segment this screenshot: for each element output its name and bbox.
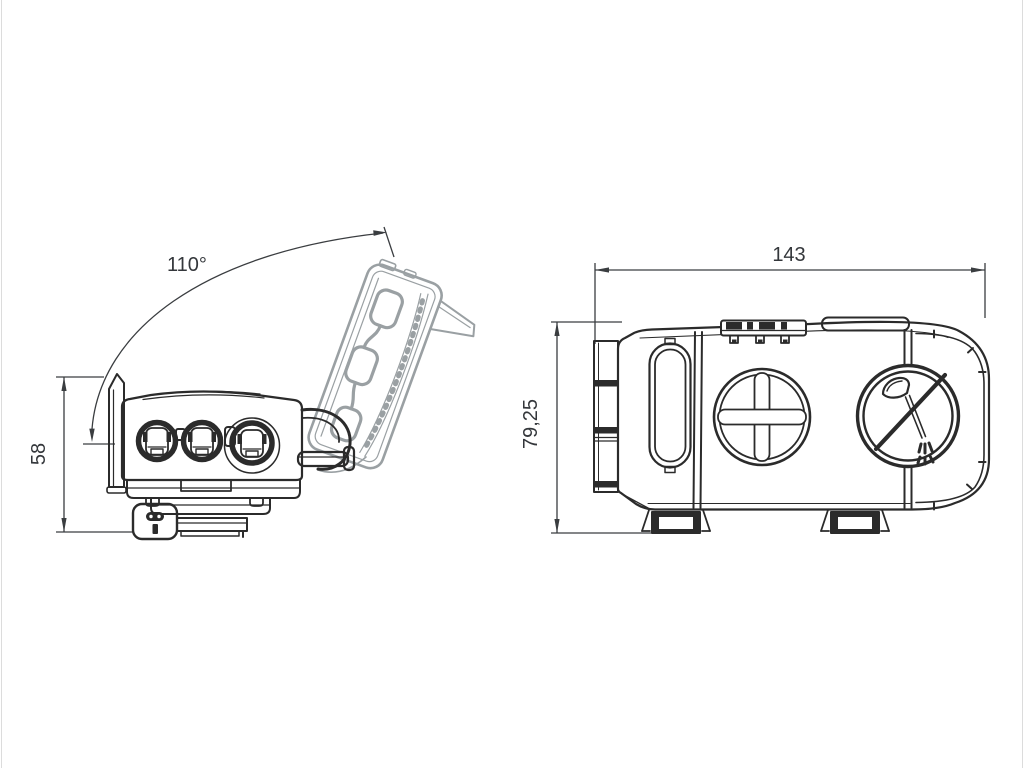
top-view: 143 79,25: [520, 244, 991, 534]
socket-3: [223, 417, 281, 474]
wire-connector-block: [593, 340, 619, 493]
dimension-top-depth: 79,25: [520, 321, 700, 534]
side-body: [106, 373, 356, 541]
height-label: 58: [28, 443, 50, 465]
mounting-foot-left: [641, 509, 711, 534]
right-cap: [915, 329, 987, 511]
top-body: [593, 316, 991, 534]
arrowhead-right: [971, 267, 985, 273]
lid-tab: [821, 316, 910, 332]
mounting-foot-right: [820, 509, 890, 534]
page-edge-right: [1022, 0, 1023, 768]
socket-1: [135, 419, 179, 463]
plus-circle-icon: [712, 367, 812, 467]
arrowhead-right: [373, 230, 387, 236]
spray-gun-glyph: [881, 376, 935, 466]
open-lid-ghost: [307, 258, 476, 470]
parting-bar: [692, 331, 703, 509]
arrowhead-up: [61, 377, 67, 391]
hinge-latch: [720, 319, 807, 344]
dimension-side-height: 58: [28, 376, 133, 533]
page-edge-left: [1, 0, 2, 768]
prohibition-line: [873, 372, 948, 452]
arrowhead-down: [89, 428, 95, 442]
arrowhead-down: [554, 519, 560, 533]
dimension-top-width: 143: [594, 244, 986, 344]
arrowhead-left: [595, 267, 609, 273]
width-label: 143: [772, 244, 805, 266]
arrowhead-up: [554, 322, 560, 336]
no-pressure-washer-icon: [855, 329, 961, 509]
oval-slot: [648, 337, 692, 474]
socket-2: [180, 419, 224, 463]
depth-label: 79,25: [520, 399, 542, 449]
hinge-bracket: [296, 407, 356, 472]
angle-label: 110°: [167, 254, 207, 276]
power-connector-icon: [131, 502, 179, 541]
lid-seal-edge: [317, 456, 367, 473]
dimension-lid-angle: 110°: [83, 226, 395, 445]
top-body-outline: [616, 320, 991, 511]
arrowhead-down: [61, 518, 67, 532]
side-view: 110° 58: [28, 226, 476, 541]
